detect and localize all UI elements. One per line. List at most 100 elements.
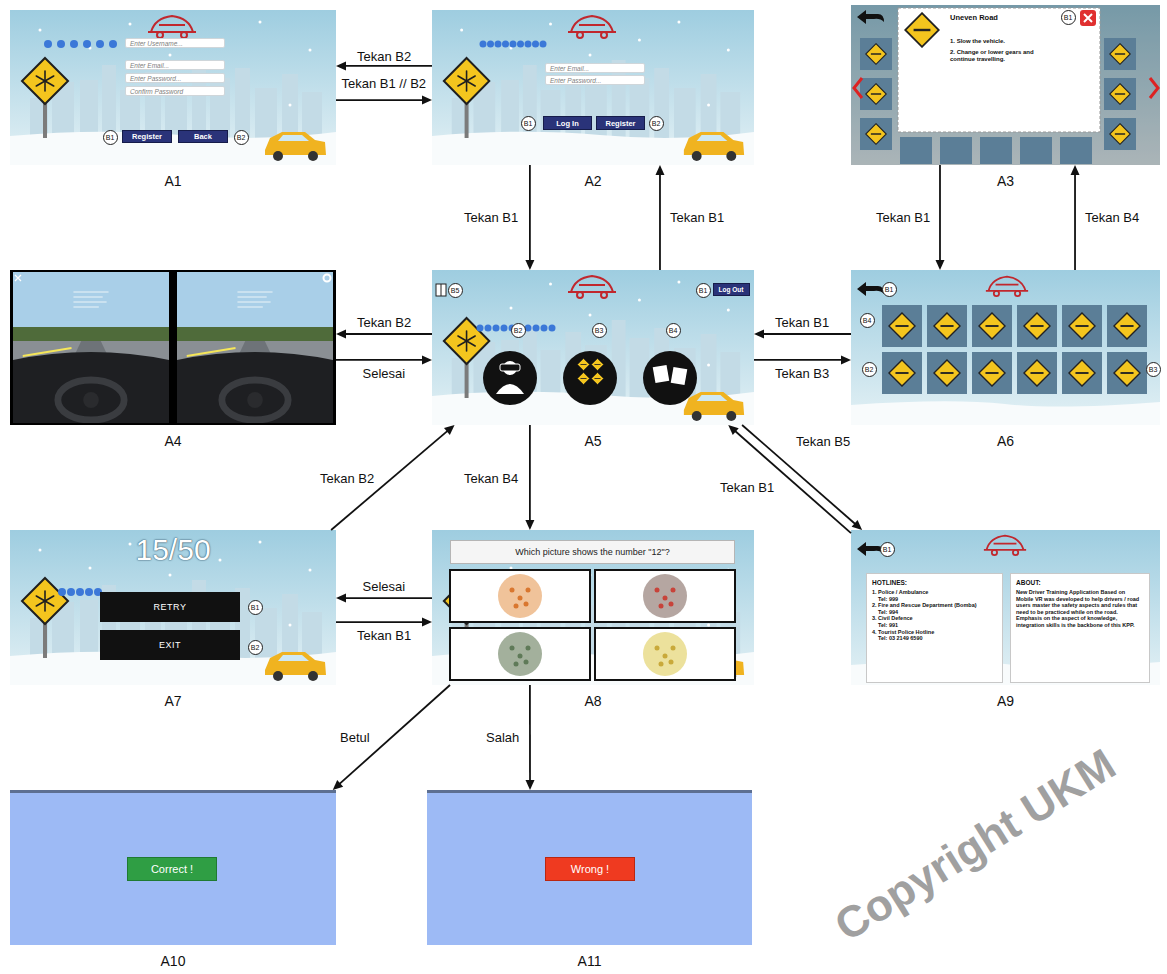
illustration-part: [643, 351, 697, 405]
illustration-part: [83, 40, 91, 48]
arrow-line: [344, 333, 432, 335]
illustration-part: [889, 313, 915, 339]
illustration-part: [541, 325, 548, 332]
arrow-line: [939, 165, 941, 262]
callout-number: B1: [1061, 10, 1076, 25]
illustration-part: [10, 790, 336, 793]
node-text: Enter Email...: [130, 62, 169, 69]
screen-caption: A6: [851, 433, 1160, 449]
info-popup: Uneven Road1. Slow the vehicle.2. Change…: [898, 8, 1100, 132]
button: RETRY: [100, 592, 240, 622]
edge-label: Tekan B2: [355, 315, 413, 330]
illustration-part: [58, 588, 66, 596]
edge-label: Tekan B1: [773, 315, 831, 330]
illustration-part: [860, 118, 892, 150]
illustration-part: [549, 325, 556, 332]
illustration-part: [67, 588, 75, 596]
edge-label: Betul: [338, 730, 372, 745]
illustration-part: [1107, 305, 1147, 347]
callout-number: B5: [448, 283, 463, 298]
illustration-part: [510, 588, 515, 593]
illustration-part: [493, 325, 500, 332]
node-text: Tel: 994: [872, 609, 997, 616]
illustration-part: [1062, 352, 1102, 394]
illustration-part: [1110, 44, 1131, 65]
arrow-head: [525, 260, 534, 270]
callout-number: B2: [234, 130, 249, 145]
edge-label: Tekan B4: [1083, 210, 1141, 225]
illustration-part: [934, 313, 960, 339]
callout-number: B1: [880, 542, 895, 557]
flow-arrow: [336, 594, 432, 603]
illustration-part: [671, 588, 676, 593]
illustration-part: [972, 352, 1012, 394]
illustration-part: [1104, 118, 1136, 150]
illustration-part: [669, 660, 674, 665]
illustration-part: [1024, 360, 1050, 386]
illustration-part: [851, 5, 1160, 165]
arrow-head: [525, 520, 534, 530]
illustration-part: [979, 360, 1005, 386]
button: Register: [596, 116, 645, 130]
illustration-part: [1069, 360, 1095, 386]
arrow-head: [852, 520, 862, 530]
illustration-part: [500, 364, 520, 371]
illustration-part: [518, 596, 523, 601]
node-text: Enter Password...: [550, 77, 601, 84]
flow-arrow: [525, 425, 534, 530]
button: Log In: [543, 116, 592, 130]
illustration-part: [577, 358, 589, 370]
illustration-part: [663, 596, 668, 601]
arrow-line: [754, 359, 843, 361]
illustration-part: [70, 40, 78, 48]
button: Register: [122, 130, 172, 143]
illustration-part: [514, 662, 519, 667]
illustration-part: [1110, 84, 1131, 105]
illustration-part: [533, 325, 540, 332]
illustration-part: [1150, 78, 1158, 98]
arrow-line: [529, 685, 531, 782]
node-text: Enter Username...: [130, 40, 183, 47]
illustration-part: [889, 360, 915, 386]
illustration-part: [85, 588, 93, 596]
illustration-part: [595, 570, 735, 622]
illustration-part: [568, 16, 616, 38]
illustration-part: [1080, 10, 1096, 26]
edge-label: Tekan B1: [874, 210, 932, 225]
flow-arrow: [525, 165, 534, 270]
illustration-part: [882, 305, 922, 347]
illustration-part: [427, 790, 752, 793]
callout-number: B1: [103, 130, 118, 145]
illustration-part: [526, 588, 531, 593]
callout-number: B2: [511, 323, 526, 338]
illustration-part: [518, 654, 523, 659]
illustration-part: [58, 588, 102, 596]
edge-label: Tekan B2: [355, 49, 413, 64]
flow-arrow: [1071, 165, 1080, 270]
illustration-part: [655, 588, 660, 593]
illustration-part: [432, 530, 754, 685]
illustration-part: [1060, 137, 1092, 164]
illustration-part: [1062, 305, 1102, 347]
arrow-line: [742, 425, 856, 525]
node-text: Tel: 03 2149 6590: [872, 635, 997, 642]
screen-caption: A2: [432, 173, 754, 189]
app-screen: A6: [851, 270, 1160, 425]
result-button: Correct !: [127, 857, 217, 881]
illustration-part: [483, 351, 537, 405]
illustration-part: [496, 384, 524, 394]
illustration-part: [524, 602, 529, 607]
edge-label: Tekan B1 // B2: [340, 76, 429, 91]
illustration-part: [1017, 352, 1057, 394]
node-text: Log In: [556, 119, 579, 128]
node-text: Uneven Road: [950, 13, 1060, 22]
illustration-part: [480, 41, 547, 48]
illustration-part: [1017, 305, 1057, 347]
flow-arrow: [742, 425, 862, 530]
app-screen: A2Enter Email...Enter Password...Log InR…: [432, 10, 754, 165]
illustration-part: [477, 325, 484, 332]
arrow-line: [529, 165, 531, 262]
illustration-part: [860, 78, 892, 110]
edge-label: Tekan B4: [462, 471, 520, 486]
